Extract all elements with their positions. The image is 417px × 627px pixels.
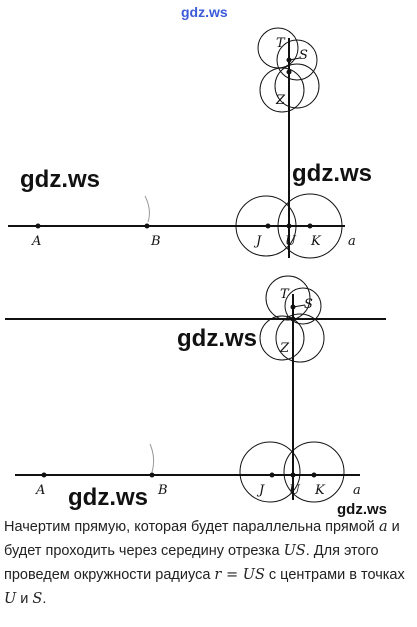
label-a: A	[31, 234, 41, 249]
caption-var: a	[378, 519, 388, 535]
caption-var: U	[4, 591, 17, 607]
circle-k-2	[283, 441, 345, 503]
caption-var: US	[283, 543, 306, 559]
label-s: S	[299, 48, 308, 63]
label-j: J	[253, 234, 262, 249]
caption-part: и	[16, 591, 33, 607]
arc-mark	[144, 195, 150, 223]
point-u-2	[290, 472, 296, 478]
figure-1-points	[35, 57, 313, 229]
circle-t-2	[265, 275, 311, 321]
arc-mark-2	[149, 443, 155, 473]
figure-1	[8, 27, 345, 259]
watermark-5: gdz.ws	[337, 501, 387, 518]
label-k: K	[310, 234, 322, 249]
point-b-2	[149, 472, 155, 478]
label-j-2: J	[256, 483, 265, 498]
point-k	[307, 223, 313, 229]
watermark-4: gdz.ws	[68, 484, 148, 511]
label-b: B	[150, 234, 161, 249]
label-line-a-2: a	[353, 483, 361, 498]
label-z: Z	[275, 93, 286, 108]
point-u	[286, 223, 292, 229]
caption-var: r = US	[214, 567, 265, 583]
circle-j	[235, 195, 297, 257]
label-b-2: B	[157, 483, 168, 498]
circle-z-left	[259, 67, 305, 113]
caption-part: .	[42, 591, 47, 607]
figure-2-points	[41, 304, 317, 478]
point-j-2	[269, 472, 275, 478]
circle-u-left-2	[259, 315, 305, 361]
point-b	[144, 223, 150, 229]
point-a-2	[41, 472, 47, 478]
watermark-top: gdz.ws	[181, 4, 228, 20]
watermark-3: gdz.ws	[177, 325, 257, 352]
circle-k	[277, 193, 343, 259]
label-z-2: Z	[279, 341, 290, 356]
circle-z-right	[274, 63, 320, 109]
figure-1-labels: A B J U K a T S Z	[31, 36, 356, 249]
circle-u-right-2	[275, 313, 325, 363]
point-s-2	[290, 304, 296, 310]
label-a-2: A	[35, 483, 45, 498]
circle-j-2	[239, 441, 301, 503]
caption-part: Начертим прямую, которая будет параллель…	[4, 519, 379, 535]
point-s	[286, 57, 292, 63]
caption-part: . Для этого проведем окружности радиуса	[4, 543, 379, 583]
label-u: U	[285, 234, 297, 249]
circle-s-2	[284, 287, 322, 325]
point-j	[265, 223, 271, 229]
label-k-2: K	[314, 483, 326, 498]
label-u-2: U	[289, 483, 301, 498]
point-m	[286, 69, 292, 75]
label-t-2: T	[280, 287, 290, 302]
point-k-2	[311, 472, 317, 478]
figure-2-labels: A B J U K a T S Z	[35, 287, 361, 498]
caption-part: с центрами в точках	[264, 567, 405, 583]
caption-var: S	[32, 591, 43, 607]
label-s-2: S	[304, 297, 313, 312]
watermark-1: gdz.ws	[20, 166, 100, 193]
watermark-2: gdz.ws	[292, 160, 372, 187]
point-m-2	[290, 316, 296, 322]
label-t: T	[276, 36, 286, 51]
caption-part: и будет проходить через середину отрезка	[4, 519, 400, 559]
label-line-a: a	[348, 234, 356, 249]
solution-text: Начертим прямую, которая будет параллель…	[4, 515, 413, 611]
point-a	[35, 223, 41, 229]
circle-s	[276, 39, 318, 81]
figure-2	[5, 275, 386, 503]
